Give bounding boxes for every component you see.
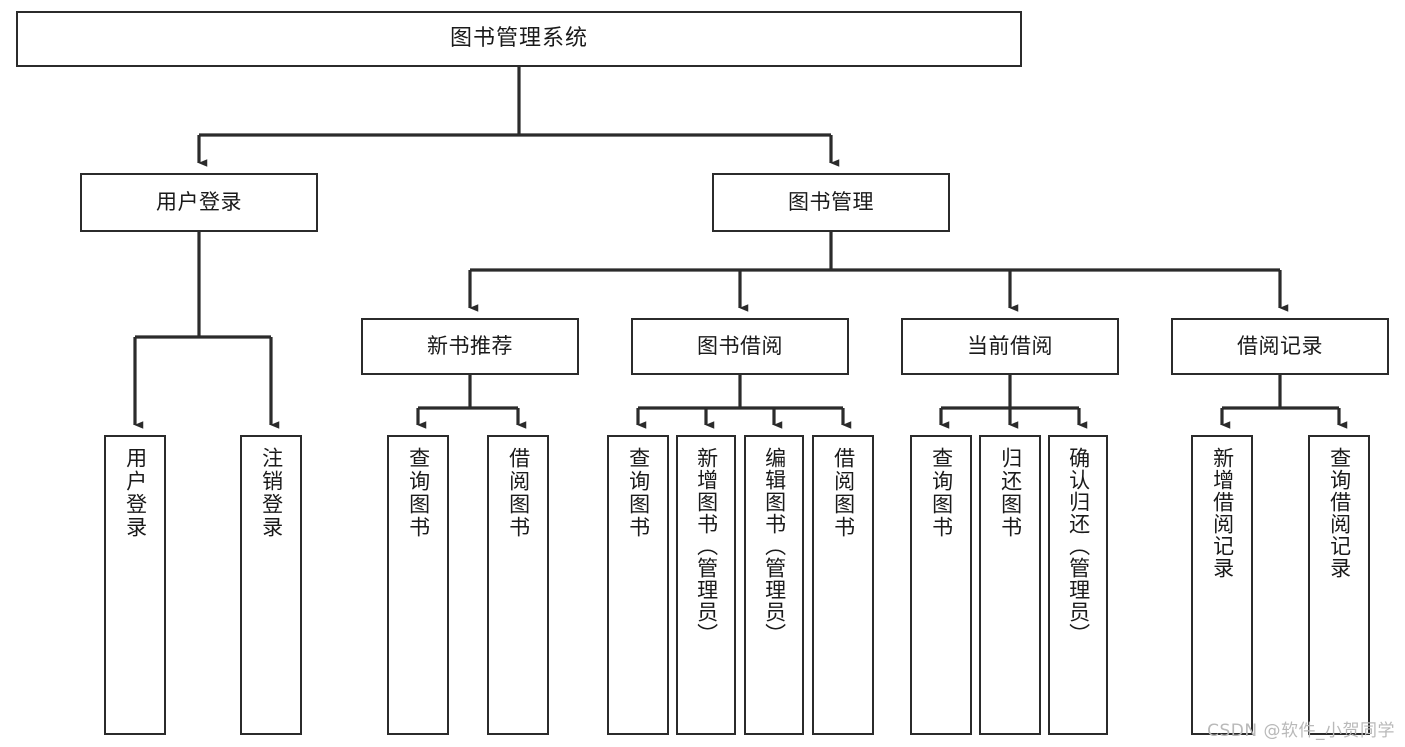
node-label: 新增图书（管理员） xyxy=(694,447,719,645)
node-label: 确认归还（管理员） xyxy=(1066,447,1091,645)
node-leaf-borrow-book-2[interactable]: 借阅图书 xyxy=(812,435,874,735)
node-label: 查询图书 xyxy=(626,447,651,539)
node-leaf-confirm-return[interactable]: 确认归还（管理员） xyxy=(1048,435,1108,735)
node-label: 借阅图书 xyxy=(506,447,531,539)
node-leaf-query-book-1[interactable]: 查询图书 xyxy=(387,435,449,735)
node-user-login[interactable]: 用户登录 xyxy=(80,173,318,232)
node-label: 图书管理 xyxy=(788,190,874,215)
node-new-book-recommend[interactable]: 新书推荐 xyxy=(361,318,579,375)
node-leaf-return-book[interactable]: 归还图书 xyxy=(979,435,1041,735)
node-current-borrow[interactable]: 当前借阅 xyxy=(901,318,1119,375)
node-leaf-edit-book[interactable]: 编辑图书（管理员） xyxy=(744,435,804,735)
node-label: 查询图书 xyxy=(406,447,431,539)
node-borrow-record[interactable]: 借阅记录 xyxy=(1171,318,1389,375)
node-leaf-query-book-3[interactable]: 查询图书 xyxy=(910,435,972,735)
node-label: 查询图书 xyxy=(929,447,954,539)
node-label: 新增借阅记录 xyxy=(1210,447,1235,579)
node-leaf-borrow-book-1[interactable]: 借阅图书 xyxy=(487,435,549,735)
node-leaf-query-record[interactable]: 查询借阅记录 xyxy=(1308,435,1370,735)
node-label: 注销登录 xyxy=(259,447,284,539)
node-label: 编辑图书（管理员） xyxy=(762,447,787,645)
node-label: 借阅图书 xyxy=(831,447,856,539)
node-label: 图书借阅 xyxy=(697,334,783,359)
node-label: 借阅记录 xyxy=(1237,334,1323,359)
node-leaf-add-book[interactable]: 新增图书（管理员） xyxy=(676,435,736,735)
node-book-management[interactable]: 图书管理 xyxy=(712,173,950,232)
node-label: 用户登录 xyxy=(156,190,242,215)
node-leaf-add-record[interactable]: 新增借阅记录 xyxy=(1191,435,1253,735)
node-label: 图书管理系统 xyxy=(449,26,588,52)
node-root-system[interactable]: 图书管理系统 xyxy=(16,11,1022,67)
node-leaf-user-login[interactable]: 用户登录 xyxy=(104,435,166,735)
node-label: 当前借阅 xyxy=(967,334,1053,359)
node-label: 归还图书 xyxy=(998,447,1023,539)
node-label: 新书推荐 xyxy=(427,334,513,359)
node-label: 用户登录 xyxy=(123,447,148,539)
node-leaf-user-logout[interactable]: 注销登录 xyxy=(240,435,302,735)
node-leaf-query-book-2[interactable]: 查询图书 xyxy=(607,435,669,735)
node-label: 查询借阅记录 xyxy=(1327,447,1352,579)
node-book-borrow[interactable]: 图书借阅 xyxy=(631,318,849,375)
